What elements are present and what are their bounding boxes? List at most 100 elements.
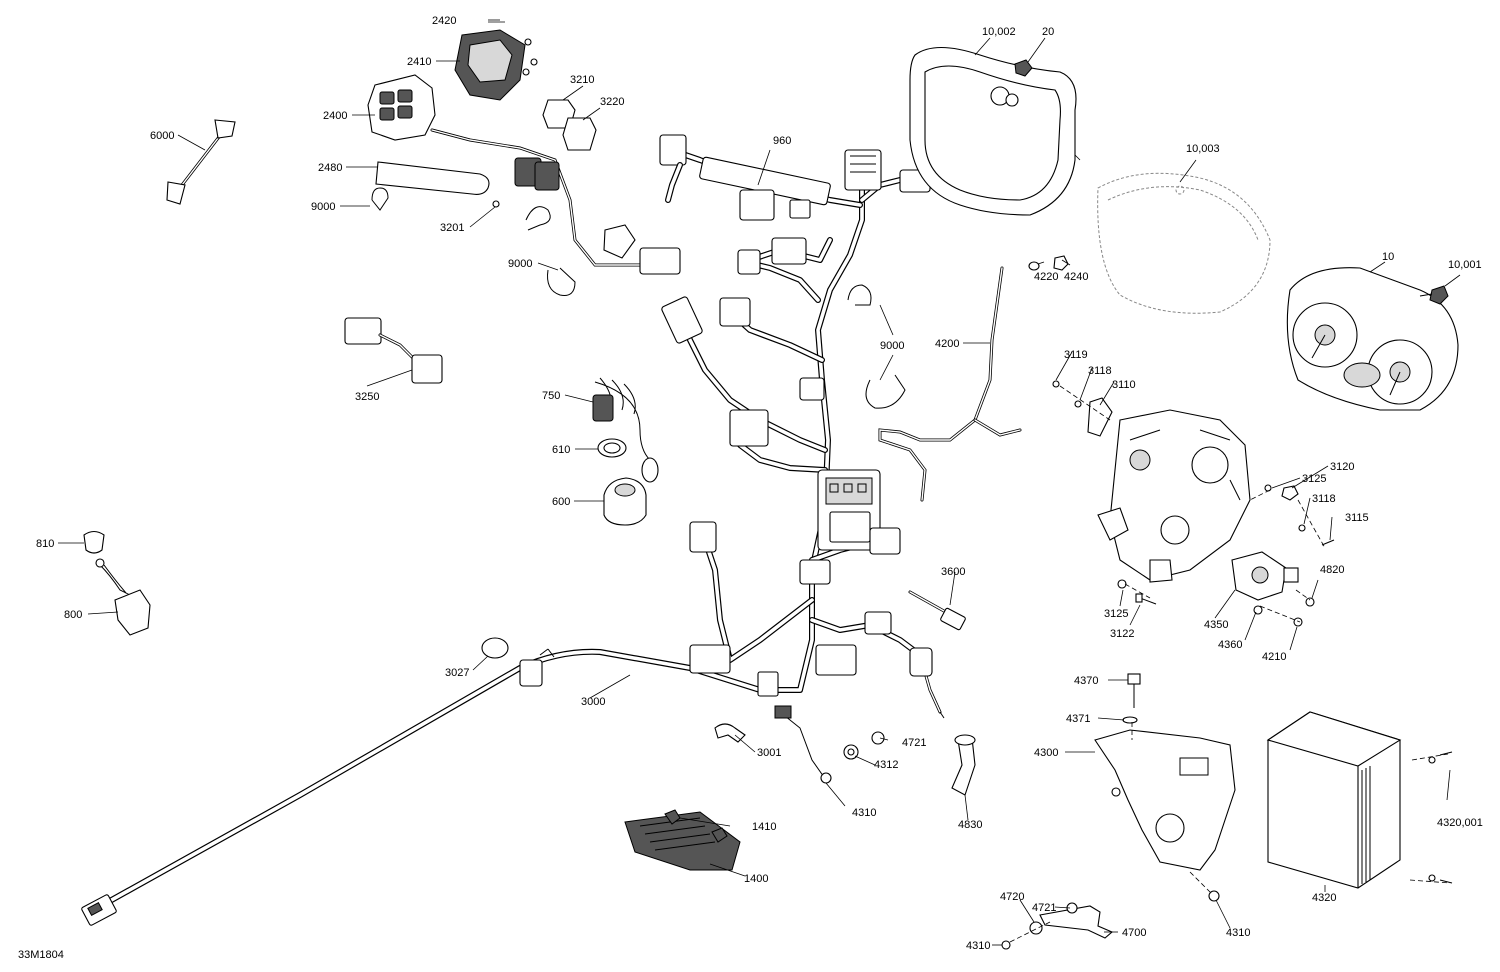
bolt-4310-b bbox=[1208, 890, 1220, 902]
fuse-holder-3600 bbox=[908, 590, 966, 631]
callout-2400: 2400 bbox=[323, 110, 347, 122]
lock-washer-4720 bbox=[1029, 921, 1043, 935]
callout-10001: 10,001 bbox=[1448, 259, 1482, 271]
callout-4300: 4300 bbox=[1034, 747, 1058, 759]
nut-4820 bbox=[1305, 597, 1315, 607]
callout-3122: 3122 bbox=[1110, 628, 1134, 640]
callout-3201: 3201 bbox=[440, 222, 464, 234]
screw-3119 bbox=[1052, 380, 1060, 388]
lock-washer-4312 bbox=[843, 744, 859, 760]
ignition-key-switch-600 bbox=[603, 477, 647, 526]
callout-3210: 3210 bbox=[570, 74, 594, 86]
main-wiring-harness-3000 bbox=[81, 169, 931, 926]
callout-1400: 1400 bbox=[744, 873, 768, 885]
nut-4210 bbox=[1293, 617, 1303, 627]
callout-1410: 1410 bbox=[752, 821, 776, 833]
callout-3125-a: 3125 bbox=[1302, 473, 1326, 485]
ground-cable-4200 bbox=[878, 266, 1022, 502]
screw-3122 bbox=[1135, 593, 1157, 605]
callout-3110: 3110 bbox=[1112, 379, 1136, 391]
callout-4240: 4240 bbox=[1064, 271, 1088, 283]
callout-4371: 4371 bbox=[1066, 713, 1090, 725]
callout-4370: 4370 bbox=[1074, 675, 1098, 687]
screw-3115 bbox=[1321, 539, 1335, 546]
elbow-fitting-4830 bbox=[951, 734, 976, 796]
washer-4220 bbox=[1028, 261, 1040, 271]
callout-610: 610 bbox=[552, 444, 570, 456]
electronic-module-4320 bbox=[1266, 711, 1402, 889]
callout-800: 800 bbox=[64, 609, 82, 621]
nut-1410 bbox=[664, 809, 728, 843]
callout-3250: 3250 bbox=[355, 391, 379, 403]
ecm-support-bracket-4300 bbox=[1094, 729, 1236, 871]
callout-960: 960 bbox=[773, 135, 791, 147]
callout-4200: 4200 bbox=[935, 338, 959, 350]
cable-tie-9000-a bbox=[371, 187, 389, 211]
washer-3118-b bbox=[1298, 524, 1306, 532]
callout-4350: 4350 bbox=[1204, 619, 1228, 631]
callout-750: 750 bbox=[542, 390, 560, 402]
nut-4240 bbox=[1053, 255, 1069, 271]
screw-10001 bbox=[1419, 285, 1449, 305]
sensor-6000 bbox=[166, 119, 236, 205]
callout-9000-b: 9000 bbox=[508, 258, 532, 270]
instrument-cluster-10 bbox=[1286, 267, 1459, 411]
sensor-800 bbox=[95, 558, 151, 636]
callout-10003: 10,003 bbox=[1186, 143, 1220, 155]
callout-3115: 3115 bbox=[1345, 512, 1369, 524]
callout-10002: 10,002 bbox=[982, 26, 1016, 38]
callout-9000-a: 9000 bbox=[311, 201, 335, 213]
steering-support-bracket bbox=[1097, 409, 1251, 583]
callout-3118-a: 3118 bbox=[1088, 365, 1112, 377]
callout-2480: 2480 bbox=[318, 162, 342, 174]
ground-lead-3001-area bbox=[774, 705, 827, 781]
callout-810: 810 bbox=[36, 538, 54, 550]
tether-cord-750 bbox=[592, 377, 659, 483]
figure-id: 33M1804 bbox=[18, 949, 64, 961]
callout-20: 20 bbox=[1042, 26, 1054, 38]
callout-4320: 4320 bbox=[1312, 892, 1336, 904]
harness-960 bbox=[659, 134, 882, 275]
callout-4720: 4720 bbox=[1000, 891, 1024, 903]
washer-3118-a bbox=[1074, 400, 1082, 408]
callout-4310-b: 4310 bbox=[1226, 927, 1250, 939]
callout-3119: 3119 bbox=[1064, 349, 1088, 361]
callout-3120: 3120 bbox=[1330, 461, 1354, 473]
callout-3027: 3027 bbox=[445, 667, 469, 679]
callout-10: 10 bbox=[1382, 251, 1394, 263]
callout-3000: 3000 bbox=[581, 696, 605, 708]
mounting-bracket-3110 bbox=[1087, 397, 1113, 437]
callout-4312: 4312 bbox=[874, 759, 898, 771]
bolt-4310-a bbox=[820, 772, 832, 784]
bolt-4310-c bbox=[1001, 940, 1011, 950]
callout-3600: 3600 bbox=[941, 566, 965, 578]
callout-3125-b: 3125 bbox=[1104, 608, 1128, 620]
callout-9000-c: 9000 bbox=[880, 340, 904, 352]
grommet-3027 bbox=[481, 637, 509, 659]
washer-3125-a bbox=[1264, 484, 1272, 492]
callout-600: 600 bbox=[552, 496, 570, 508]
fuse-cylinder-4830-lead bbox=[909, 647, 945, 719]
ring-nut-610 bbox=[597, 438, 627, 458]
nut-4721-a bbox=[871, 731, 885, 745]
callout-4310-c: 4310 bbox=[966, 940, 990, 952]
cap-20 bbox=[1014, 59, 1033, 77]
nut-4360 bbox=[1253, 605, 1263, 615]
relay-3220 bbox=[562, 117, 597, 151]
callout-4830: 4830 bbox=[958, 819, 982, 831]
connector-group-3201 bbox=[492, 157, 560, 208]
callout-2420: 2420 bbox=[432, 15, 456, 27]
callout-4320001: 4320,001 bbox=[1437, 817, 1483, 829]
callout-4210: 4210 bbox=[1262, 651, 1286, 663]
callout-4721-a: 4721 bbox=[902, 737, 926, 749]
switch-connector-3250 bbox=[344, 317, 443, 384]
cable-tie-9000-b bbox=[525, 206, 576, 296]
callout-3001: 3001 bbox=[757, 747, 781, 759]
callout-labels: 2420 2410 2400 6000 2480 9000 3201 9000 … bbox=[18, 15, 1483, 961]
callout-4360: 4360 bbox=[1218, 639, 1242, 651]
callout-3220: 3220 bbox=[600, 96, 624, 108]
connector-pair-2400 bbox=[603, 224, 681, 275]
switch-housing-2400 bbox=[367, 74, 642, 267]
callout-4820: 4820 bbox=[1320, 564, 1344, 576]
